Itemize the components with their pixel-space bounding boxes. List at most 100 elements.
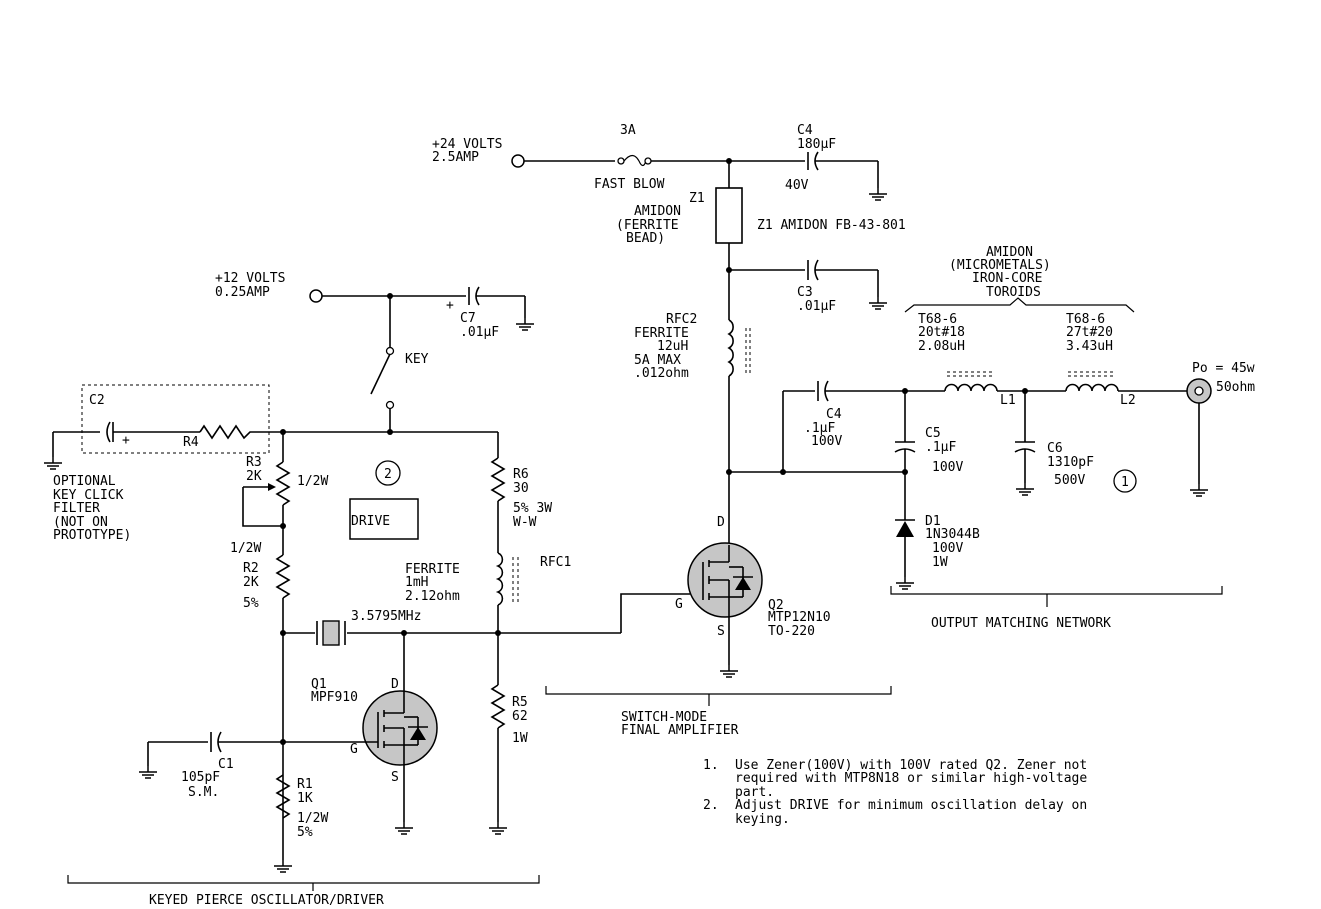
svg-text:3.43uH: 3.43uH	[1066, 339, 1113, 354]
z1-label-line: AMIDON	[634, 204, 681, 219]
c4-out-voltage: 100V	[811, 434, 842, 449]
svg-text:5%: 5%	[243, 596, 259, 611]
svg-text:R1: R1	[297, 777, 313, 792]
drive-adjust: DRIVE	[349, 498, 419, 540]
svg-text:2.08uH: 2.08uH	[918, 339, 965, 354]
capacitor-polar-icon	[106, 421, 111, 443]
zener-diode-icon	[896, 521, 914, 537]
svg-text:Use Zener(100V) with 100V rate: Use Zener(100V) with 100V rated Q2. Zene…	[735, 758, 1087, 773]
ferrite-bead-icon	[715, 187, 743, 244]
svg-text:R3: R3	[246, 455, 262, 470]
svg-text:required with MTP8N18 or simil: required with MTP8N18 or similar high-vo…	[735, 771, 1087, 786]
svg-text:1: 1	[1121, 475, 1129, 490]
svg-text:MTP12N10: MTP12N10	[768, 610, 831, 625]
svg-text:keying.: keying.	[735, 812, 790, 827]
svg-text:1/2W: 1/2W	[297, 474, 328, 489]
inductor-l2: L2	[1065, 371, 1187, 408]
svg-text:1.: 1.	[703, 758, 719, 773]
svg-text:30: 30	[513, 481, 529, 496]
svg-text:R4: R4	[183, 435, 199, 450]
svg-text:2.: 2.	[703, 798, 719, 813]
terminal-12v-icon	[309, 289, 323, 303]
bracket-icon	[890, 586, 1223, 595]
key-click-filter: C2 + R4 OPTIONAL KEY CLICK FILTER (NOT O…	[43, 384, 283, 543]
resistor-r2: 1/2W R2 2K 5%	[230, 541, 291, 860]
note-marker-1: 1	[1113, 469, 1137, 493]
svg-text:2K: 2K	[246, 469, 262, 484]
section-output: OUTPUT MATCHING NETWORK	[890, 586, 1223, 631]
resistor-icon	[199, 424, 283, 440]
svg-text:5%: 5%	[297, 825, 313, 840]
svg-text:+12 VOLTS: +12 VOLTS	[215, 271, 285, 286]
svg-text:62: 62	[512, 709, 528, 724]
toroid-annotation: AMIDON (MICROMETALS) IRON-CORE TOROIDS T…	[904, 245, 1135, 354]
svg-text:T68-6: T68-6	[1066, 312, 1105, 327]
fuse-type: FAST BLOW	[594, 177, 665, 192]
svg-text:Adjust DRIVE for minimum oscil: Adjust DRIVE for minimum oscillation del…	[735, 798, 1087, 813]
resistor-r6: R6 30 5% 3W W-W	[490, 432, 552, 553]
c5-value: .1µF	[925, 440, 956, 455]
svg-text:+: +	[446, 298, 454, 313]
svg-text:DRIVE: DRIVE	[351, 514, 390, 529]
output-connector: Po = 45w 50ohm	[1186, 361, 1255, 497]
toroid-title: AMIDON	[986, 245, 1033, 260]
c6-value: 1310pF	[1047, 455, 1094, 470]
svg-text:.01µF: .01µF	[460, 325, 499, 340]
resistor-r1: R1 1K 1/2W 5%	[273, 774, 328, 873]
svg-text:1/2W: 1/2W	[297, 811, 328, 826]
c4-bulk-value: 180µF	[797, 137, 836, 152]
toroid-title: IRON-CORE	[972, 271, 1042, 286]
l1-label: L1	[1000, 393, 1016, 408]
svg-text:MPF910: MPF910	[311, 690, 358, 705]
rfc2-line: 12uH	[657, 339, 688, 354]
resistor-icon	[490, 457, 506, 502]
capacitor-c5: C5 .1µF 100V	[894, 391, 963, 475]
supply-12v: +12 VOLTS 0.25AMP	[215, 271, 466, 303]
svg-text:0.25AMP: 0.25AMP	[215, 285, 270, 300]
potentiometer-icon	[275, 461, 291, 506]
svg-text:2K: 2K	[243, 575, 259, 590]
svg-text:1mH: 1mH	[405, 575, 428, 590]
svg-text:SWITCH-MODE: SWITCH-MODE	[621, 710, 707, 725]
svg-text:Q2: Q2	[768, 598, 784, 613]
resistor-r5: R5 62 1W	[488, 684, 528, 835]
output-power: Po = 45w	[1192, 361, 1255, 376]
drive-box	[349, 498, 419, 540]
key-switch: KEY	[370, 296, 429, 432]
c4-out-name: C4	[826, 407, 842, 422]
svg-text:2.12ohm: 2.12ohm	[405, 589, 460, 604]
section-output-label: OUTPUT MATCHING NETWORK	[931, 616, 1111, 631]
svg-text:5% 3W: 5% 3W	[513, 501, 552, 516]
svg-text:R6: R6	[513, 467, 529, 482]
section-amplifier: SWITCH-MODE FINAL AMPLIFIER	[545, 686, 892, 738]
key-label: KEY	[405, 352, 429, 367]
bracket-icon	[67, 875, 540, 884]
svg-text:+: +	[122, 433, 130, 448]
svg-text:27t#20: 27t#20	[1066, 325, 1113, 340]
terminal-24v-icon	[511, 154, 525, 168]
capacitor-c4-bulk: C4 180µF 40V	[785, 123, 888, 201]
svg-text:D1: D1	[925, 514, 941, 529]
z1-label-line: BEAD)	[626, 231, 665, 246]
resistor-icon	[490, 684, 506, 729]
mosfet-q2: D G S Q2 MTP12N10 TO-220	[675, 515, 831, 678]
choke-rfc2: RFC2 FERRITE 12uH 5A MAX .012ohm	[634, 312, 751, 405]
svg-text:PROTOTYPE): PROTOTYPE)	[53, 528, 131, 543]
svg-text:part.: part.	[735, 785, 774, 800]
c6-name: C6	[1047, 441, 1063, 456]
svg-text:KEYED PIERCE OSCILLATOR/DRIVER: KEYED PIERCE OSCILLATOR/DRIVER	[149, 893, 384, 908]
ferrite-bead-z1: Z1 AMIDON (FERRITE BEAD) Z1 AMIDON FB-43…	[616, 161, 906, 320]
inductor-icon	[727, 319, 734, 377]
capacitor-c3: C3 .01µF	[729, 259, 888, 314]
optional-filter-box	[81, 384, 270, 454]
fuse-rating: 3A	[620, 123, 636, 138]
crystal-icon	[322, 620, 340, 646]
section-oscillator: KEYED PIERCE OSCILLATOR/DRIVER	[67, 875, 540, 908]
note-marker-2: 2	[375, 460, 401, 486]
svg-text:3.5795MHz: 3.5795MHz	[351, 609, 421, 624]
rfc2-line: FERRITE	[634, 326, 689, 341]
bracket-icon	[545, 686, 892, 695]
toroid-title: TOROIDS	[986, 285, 1041, 300]
svg-text:R5: R5	[512, 695, 528, 710]
